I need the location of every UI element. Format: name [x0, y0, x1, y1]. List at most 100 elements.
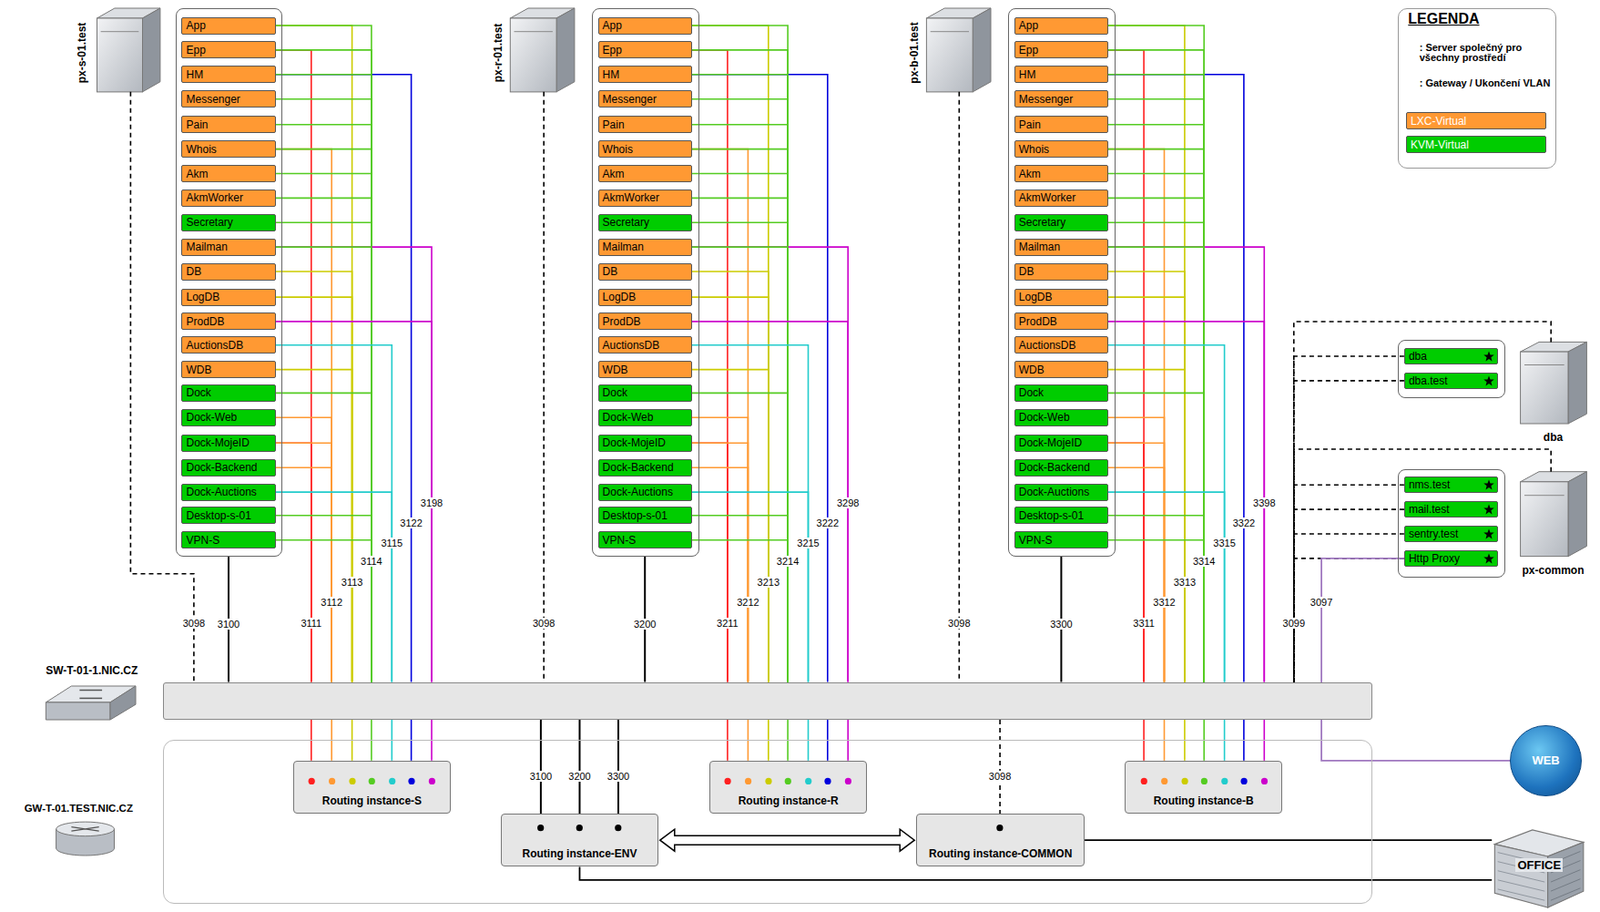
connector	[1108, 515, 1204, 683]
connector	[1108, 345, 1225, 683]
server-icon	[1568, 471, 1587, 557]
vm-box: dba.test	[1404, 372, 1499, 389]
connector	[1108, 271, 1185, 683]
legend-title: LEGENDA	[1407, 10, 1479, 28]
vlan-label: 3097	[1309, 596, 1334, 608]
node-label: LogDB	[602, 290, 637, 304]
node-label: Desktop-s-01	[602, 509, 668, 522]
connector	[692, 515, 788, 683]
vlan-label: 3212	[735, 596, 760, 608]
connector	[275, 246, 432, 682]
vm-box: DB	[181, 263, 276, 281]
connector	[692, 369, 769, 683]
node-label: ProdDB	[1019, 315, 1058, 328]
vm-box: Dock	[181, 384, 276, 402]
connector	[692, 246, 788, 682]
node-label: Epp	[1019, 43, 1039, 57]
vm-box: Dock-Web	[598, 408, 693, 427]
node-label: Dock-MojeID	[185, 436, 249, 449]
building-icon	[1495, 844, 1549, 908]
connector	[692, 74, 788, 683]
switch-icon	[79, 689, 102, 692]
server-icon	[101, 30, 140, 32]
connector	[1294, 484, 1405, 682]
connector	[692, 173, 788, 683]
vlan-label: 3100	[529, 770, 553, 782]
connector	[1108, 491, 1225, 682]
node-label: Dock-Backend	[1019, 460, 1091, 474]
vm-box: Messenger	[598, 90, 693, 108]
vm-box: Dock-Backend	[1014, 458, 1109, 477]
building-icon	[1550, 887, 1580, 900]
gateway-dot	[1261, 777, 1268, 785]
vm-box: Mailman	[181, 238, 276, 256]
vm-box: DB	[598, 263, 693, 281]
vlan-label: 3298	[835, 497, 860, 509]
connector	[692, 321, 849, 683]
host-label: dba	[1543, 430, 1563, 444]
vlan-label: 3112	[319, 596, 344, 608]
gateway-dot	[407, 777, 415, 785]
node-label: ProdDB	[185, 315, 225, 328]
vm-box: App	[181, 17, 276, 35]
building-icon	[1498, 888, 1546, 900]
server-icon	[142, 8, 161, 92]
routing-instance: Routing instance-S	[293, 760, 452, 814]
connector	[692, 296, 769, 682]
connector	[275, 74, 372, 683]
connector	[1108, 124, 1204, 683]
connector	[1084, 838, 1492, 841]
gateway-dot	[428, 777, 435, 785]
node-label: dba.test	[1408, 374, 1448, 388]
server-group: px-r-01.testAppEppHMMessengerPainWhoisAk…	[591, 8, 700, 557]
server-icon	[509, 18, 557, 92]
host-label: GW-T-01.TEST.NIC.CZ	[24, 802, 133, 814]
gateway-dot	[576, 824, 583, 831]
gateway-dot	[996, 824, 1003, 831]
connector	[1294, 533, 1405, 683]
connector	[692, 392, 788, 682]
vm-box: AuctionsDB	[1014, 336, 1109, 354]
vlan-label: 3315	[1212, 537, 1236, 549]
node-label: Desktop-s-01	[1019, 509, 1084, 522]
node-label: Whois	[185, 142, 216, 156]
connector	[275, 321, 432, 683]
vm-box: Akm	[598, 164, 693, 183]
gateway-dot	[348, 777, 356, 785]
gateway-outline: GW-T-01.TEST.NIC.CZRouting instance-SRou…	[163, 739, 1373, 903]
node-label: Dock-Web	[1019, 410, 1071, 424]
vm-box: Dock-Web	[1014, 408, 1109, 427]
connector	[692, 50, 728, 683]
node-label: mail.test	[1408, 502, 1450, 516]
gateway-dot	[764, 777, 772, 785]
vlan-label: 3115	[379, 537, 404, 549]
connector	[692, 491, 809, 682]
node-label: LogDB	[1019, 290, 1053, 304]
node-label: Routing instance-B	[1153, 794, 1254, 807]
connector	[1108, 99, 1204, 683]
server-icon	[556, 8, 575, 92]
host-label: px-r-01.test	[491, 23, 505, 83]
vm-box: Messenger	[181, 90, 276, 108]
router-icon	[55, 828, 57, 848]
node-label: LogDB	[185, 290, 220, 304]
vm-box: Secretary	[181, 214, 276, 232]
vm-box: LogDB	[1014, 288, 1109, 306]
vlan-label: 3300	[1049, 618, 1073, 630]
node-label: HM	[602, 68, 621, 82]
vm-box: WDB	[1014, 360, 1109, 378]
node-label: Messenger	[602, 92, 657, 106]
vlan-label: 3398	[1252, 497, 1276, 509]
connector	[1108, 50, 1144, 683]
node-label: AuctionsDB	[602, 338, 661, 352]
vm-box: AkmWorker	[1014, 189, 1109, 207]
node-label: Whois	[602, 142, 633, 156]
vm-box: Dock-Backend	[181, 458, 276, 477]
vm-box: Desktop-s-01	[1014, 506, 1109, 524]
node-label: Dock-Backend	[602, 460, 674, 474]
vm-box: HM	[181, 65, 276, 83]
node-label: Dock-MojeID	[1019, 436, 1082, 449]
vm-box: VPN-S	[598, 530, 693, 549]
legend-text: : Server společný pro všechny prostředí	[1419, 42, 1553, 63]
legend-text: KVM-Virtual	[1410, 138, 1469, 152]
